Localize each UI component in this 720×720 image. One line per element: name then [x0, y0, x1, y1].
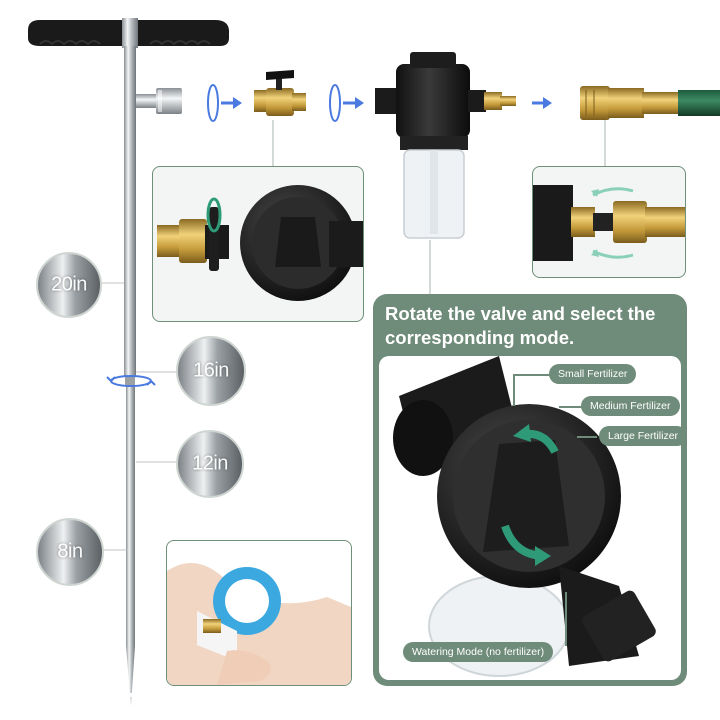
- length-circle-8in: 8in: [36, 518, 104, 586]
- connector-detail-panel: [532, 166, 686, 278]
- leader-small: [513, 374, 553, 376]
- mode-large-fertilizer: Large Fertilizer: [599, 426, 681, 446]
- length-circle-12in: 12in: [176, 430, 244, 498]
- mode-selection-panel: Rotate the valve and select the correspo…: [373, 294, 687, 686]
- mode-small-fertilizer: Small Fertilizer: [549, 364, 637, 384]
- mode-medium-fertilizer: Medium Fertilizer: [581, 396, 680, 416]
- length-label-20in: 20in: [51, 273, 87, 296]
- valve-closeup-illustration: [393, 356, 656, 677]
- length-label-8in: 8in: [57, 540, 83, 563]
- mode-panel-body: Small Fertilizer Medium Fertilizer Large…: [379, 356, 681, 680]
- leader-watering: [565, 592, 567, 646]
- mode-watering: Watering Mode (no fertilizer): [403, 642, 554, 662]
- valve-detail-illustration: [157, 185, 363, 301]
- length-circle-16in: 16in: [176, 336, 246, 406]
- rotate-arrow-1: [207, 84, 242, 122]
- sealing-tape-illustration: [167, 563, 351, 685]
- arrow-3: [532, 97, 552, 109]
- length-circle-20in: 20in: [36, 252, 102, 318]
- brass-ball-valve: [254, 70, 306, 116]
- mode-panel-title: Rotate the valve and select the correspo…: [385, 303, 656, 348]
- probe-shaft: [124, 46, 136, 706]
- connector-detail-illustration: [533, 185, 685, 261]
- length-label-16in: 16in: [193, 359, 229, 382]
- side-outlet: [136, 88, 182, 114]
- joint-rotate-icon: [106, 375, 156, 387]
- valve-detail-panel: [152, 166, 364, 322]
- leader-large: [577, 436, 597, 438]
- leader-small-v: [513, 374, 515, 406]
- length-label-12in: 12in: [192, 452, 228, 475]
- rotate-arrow-2: [329, 84, 364, 122]
- t-handle-grip: [28, 18, 229, 48]
- sealing-tape-panel: [166, 540, 352, 686]
- fertilizer-sprayer: [375, 52, 516, 239]
- leader-medium: [559, 406, 583, 408]
- quick-connector-hose: [580, 86, 720, 120]
